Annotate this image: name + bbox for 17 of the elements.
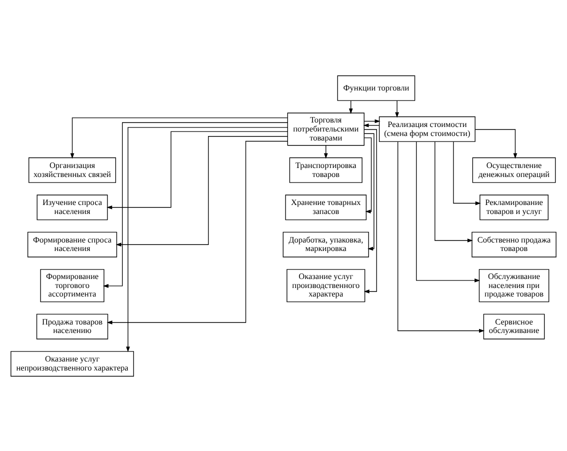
arrow (126, 126, 288, 352)
arrow (434, 140, 473, 242)
arrow (364, 132, 374, 250)
arrow (416, 140, 480, 282)
arrow (475, 128, 518, 158)
arrow (70, 116, 288, 158)
arrow (363, 122, 380, 127)
arrow (395, 100, 399, 118)
arrow (102, 122, 288, 288)
arrow (397, 140, 485, 332)
arrow (106, 140, 288, 324)
arrow (453, 140, 481, 205)
arrow (116, 136, 288, 246)
arrow (106, 130, 288, 209)
arrow (364, 136, 372, 213)
arrow (364, 118, 380, 123)
arrow (364, 128, 377, 293)
